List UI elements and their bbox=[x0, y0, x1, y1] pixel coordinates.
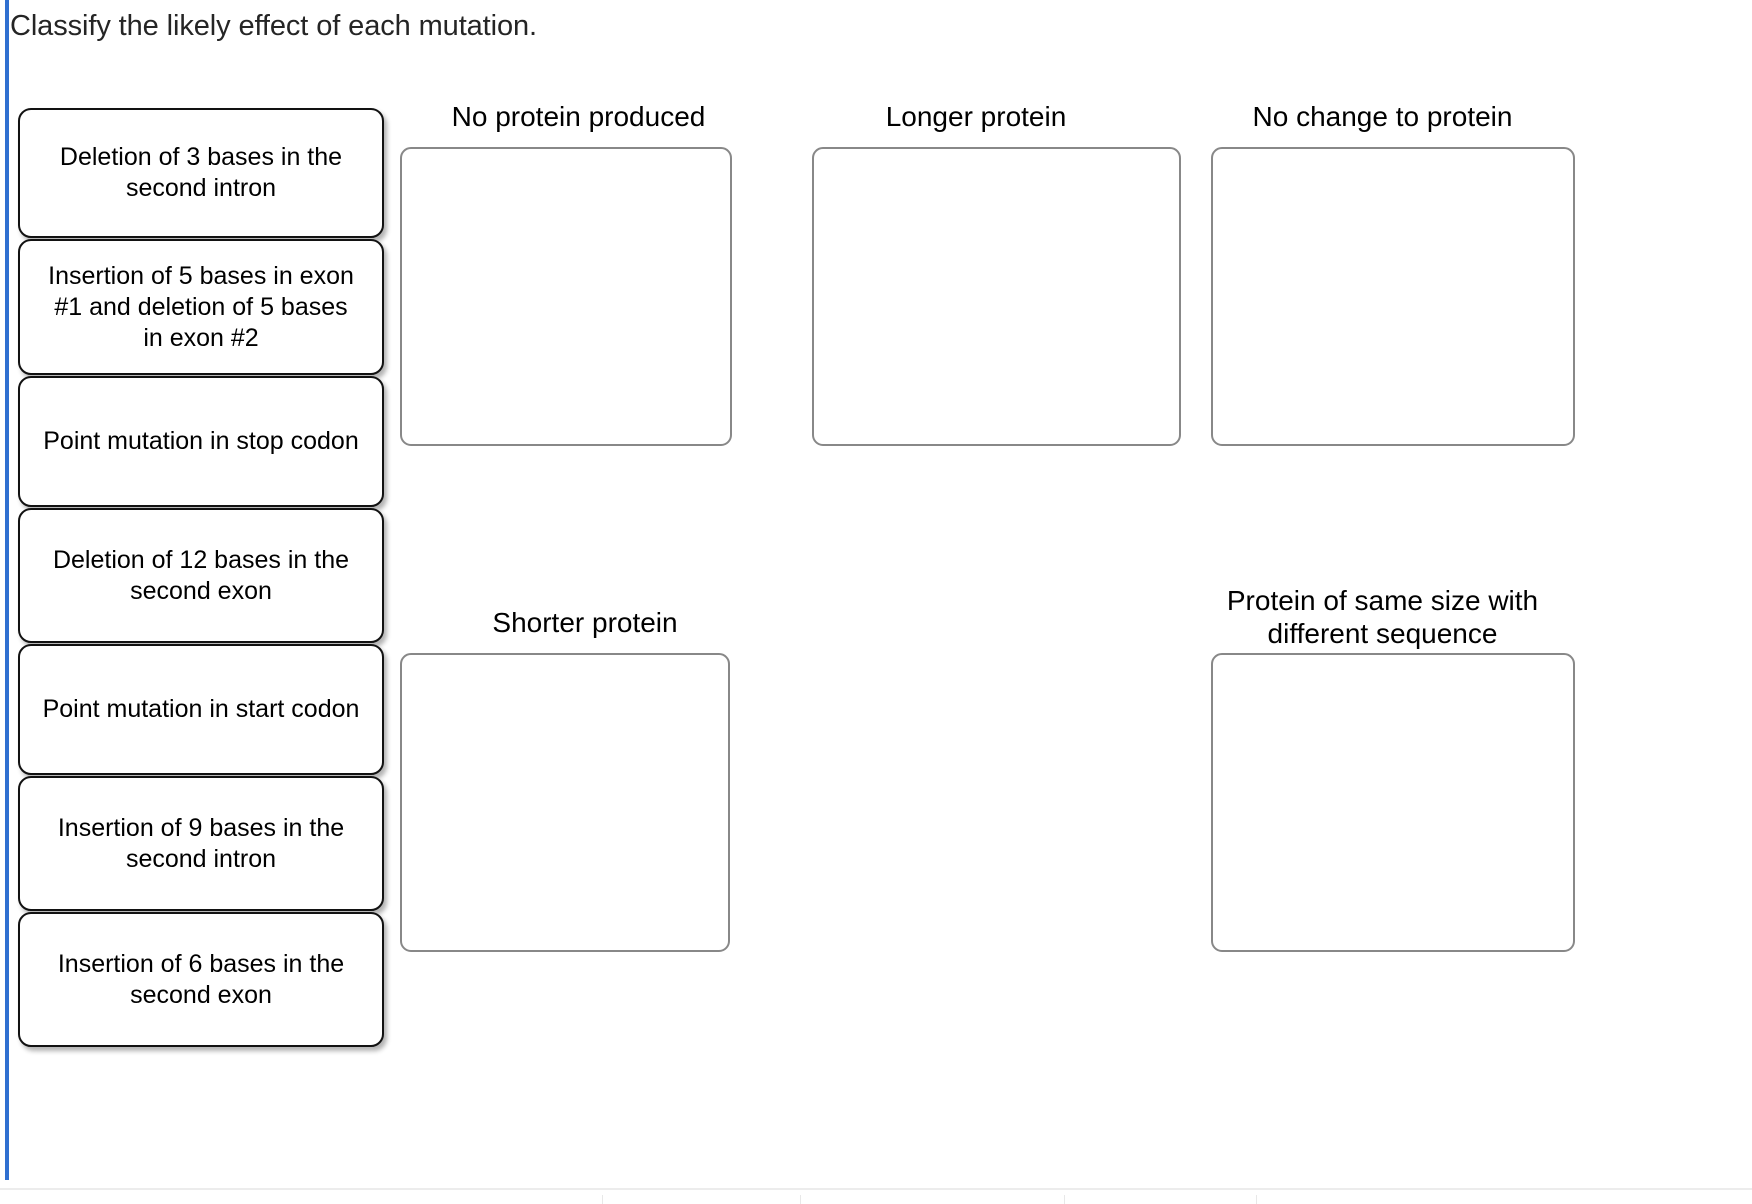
footer-tick bbox=[1256, 1195, 1257, 1204]
mutation-card[interactable]: Insertion of 5 bases in exon #1 and dele… bbox=[18, 239, 384, 375]
drop-zone-target[interactable] bbox=[1211, 147, 1575, 446]
drop-zone-no-protein-produced[interactable]: No protein produced bbox=[400, 100, 757, 500]
drop-zone-label: No protein produced bbox=[451, 101, 706, 132]
mutation-card-label: Deletion of 12 bases in the second exon bbox=[52, 545, 350, 605]
mutation-card-label: Point mutation in start codon bbox=[42, 695, 360, 723]
drop-zone-target[interactable] bbox=[400, 653, 730, 952]
drop-zone-protein-same-size-different-sequence[interactable]: Protein of same size with different sequ… bbox=[1190, 584, 1575, 1064]
footer-tick bbox=[602, 1195, 603, 1204]
mutation-card[interactable]: Deletion of 3 bases in the second intron bbox=[18, 108, 384, 238]
mutation-card[interactable]: Insertion of 9 bases in the second intro… bbox=[18, 776, 384, 911]
mutation-card-label: Point mutation in stop codon bbox=[43, 427, 359, 455]
page-title: Classify the likely effect of each mutat… bbox=[10, 10, 537, 42]
mutation-card-label: Insertion of 5 bases in exon #1 and dele… bbox=[48, 261, 354, 352]
drop-zone-no-change-to-protein[interactable]: No change to protein bbox=[1190, 100, 1575, 500]
drop-zone-label: Shorter protein bbox=[492, 607, 678, 638]
drop-zone-target[interactable] bbox=[1211, 653, 1575, 952]
mutation-card[interactable]: Point mutation in start codon bbox=[18, 644, 384, 775]
mutation-card-stack: Deletion of 3 bases in the second intron… bbox=[18, 108, 384, 1048]
drop-zone-label: No change to protein bbox=[1252, 101, 1513, 132]
mutation-card[interactable]: Point mutation in stop codon bbox=[18, 376, 384, 507]
mutation-card-label: Insertion of 6 bases in the second exon bbox=[57, 949, 345, 1009]
mutation-card[interactable]: Deletion of 12 bases in the second exon bbox=[18, 508, 384, 643]
mutation-card[interactable]: Insertion of 6 bases in the second exon bbox=[18, 912, 384, 1047]
drop-zone-label: Longer protein bbox=[885, 101, 1067, 132]
left-accent-rail bbox=[5, 0, 9, 1180]
drop-zone-target[interactable] bbox=[812, 147, 1181, 446]
drop-zone-shorter-protein[interactable]: Shorter protein bbox=[400, 606, 770, 1066]
footer-tick bbox=[800, 1195, 801, 1204]
footer-tick bbox=[1064, 1195, 1065, 1204]
footer-divider bbox=[0, 1188, 1752, 1190]
drop-zone-longer-protein[interactable]: Longer protein bbox=[770, 100, 1182, 500]
mutation-card-label: Insertion of 9 bases in the second intro… bbox=[57, 813, 345, 873]
drop-zone-target[interactable] bbox=[400, 147, 732, 446]
mutation-card-label: Deletion of 3 bases in the second intron bbox=[59, 143, 343, 202]
drop-zone-label: Protein of same size with different sequ… bbox=[1226, 585, 1539, 649]
